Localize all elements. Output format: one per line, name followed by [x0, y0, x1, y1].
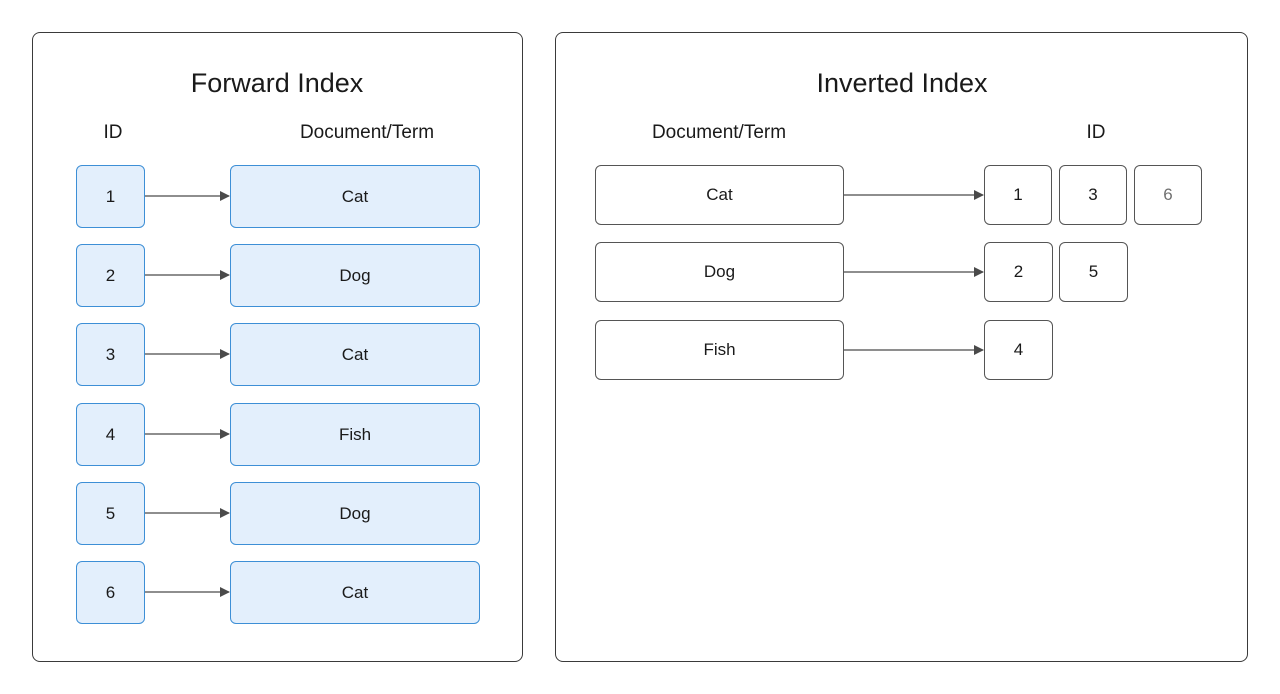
posting-id-box: 4	[984, 320, 1053, 380]
forward-id-label: 1	[105, 186, 116, 206]
forward-id-box: 5	[76, 482, 145, 545]
posting-id-label: 5	[1088, 262, 1099, 281]
forward-term-box: Dog	[230, 244, 480, 307]
posting-id-label: 1	[1013, 185, 1023, 204]
forward-term-box: Cat	[230, 323, 480, 386]
inverted-index-title: Inverted Index	[816, 68, 988, 98]
forward-id-label: 2	[105, 265, 116, 285]
inverted-term-label: Dog	[703, 262, 736, 281]
inverted-id-header: ID	[1086, 122, 1106, 143]
forward-id-box: 4	[76, 403, 145, 466]
posting-id-box: 2	[984, 242, 1053, 302]
inverted-term-label: Fish	[703, 340, 736, 359]
posting-id-box: 6	[1134, 165, 1202, 225]
forward-term-label: Cat	[341, 582, 369, 602]
posting-id-label: 4	[1013, 340, 1024, 359]
inverted-term-box: Dog	[595, 242, 844, 302]
forward-term-label: Cat	[341, 186, 369, 206]
forward-id-box: 6	[76, 561, 145, 624]
forward-index-title: Forward Index	[190, 68, 364, 98]
posting-id-box: 5	[1059, 242, 1128, 302]
inverted-term-label: Cat	[706, 185, 733, 204]
forward-term-label: Fish	[338, 424, 372, 444]
forward-id-box: 3	[76, 323, 145, 386]
forward-term-box: Fish	[230, 403, 480, 466]
forward-id-label: 3	[105, 344, 116, 364]
forward-term-label: Cat	[341, 344, 369, 364]
posting-id-label: 3	[1088, 185, 1098, 204]
forward-id-label: 5	[105, 503, 116, 523]
inverted-term-box: Cat	[595, 165, 844, 225]
posting-id-label: 6	[1163, 185, 1173, 204]
forward-term-label: Dog	[339, 503, 371, 523]
posting-id-box: 1	[984, 165, 1052, 225]
forward-term-box: Dog	[230, 482, 480, 545]
forward-id-label: 4	[105, 424, 116, 444]
forward-id-label: 6	[105, 582, 116, 602]
posting-id-label: 2	[1013, 262, 1024, 281]
posting-id-box: 3	[1059, 165, 1127, 225]
forward-term-box: Cat	[230, 561, 480, 624]
inverted-term-box: Fish	[595, 320, 844, 380]
forward-term-header: Document/Term	[299, 122, 435, 143]
forward-term-box: Cat	[230, 165, 480, 228]
forward-id-box: 2	[76, 244, 145, 307]
forward-term-label: Dog	[339, 265, 371, 285]
forward-id-header: ID	[103, 122, 123, 143]
forward-id-box: 1	[76, 165, 145, 228]
inverted-term-header: Document/Term	[651, 122, 787, 143]
